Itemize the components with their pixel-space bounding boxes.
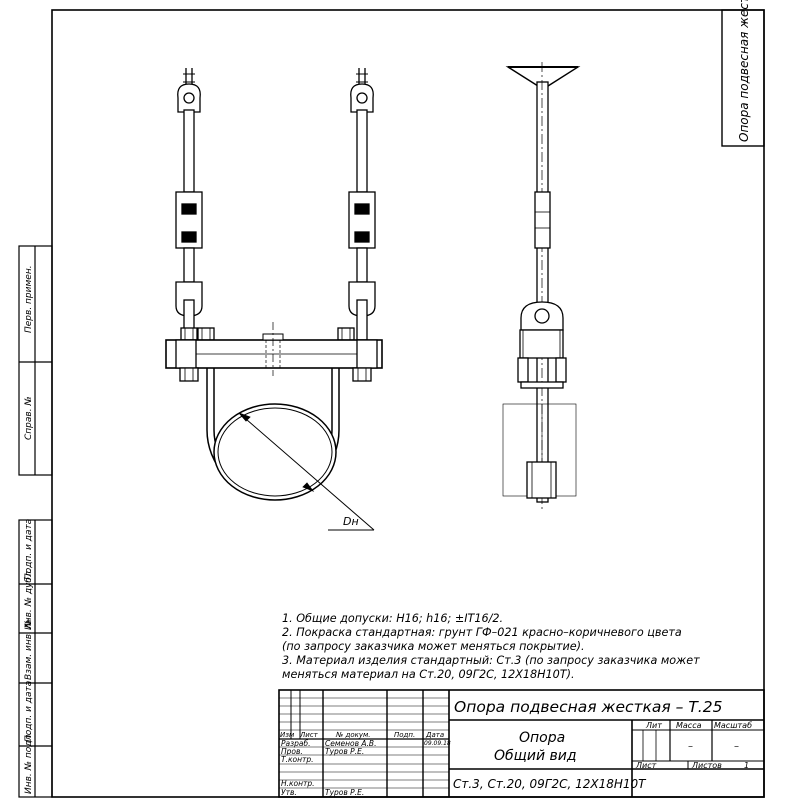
name-line-2: Общий вид xyxy=(494,748,577,764)
right-hanger xyxy=(337,68,376,341)
inv-dubl-label: Инв. № дубл. xyxy=(24,568,34,630)
header-masshtab: Масштаб xyxy=(714,721,752,730)
name-line-1: Опора xyxy=(519,730,565,746)
designation: Опора подвесная жесткая – Т.25 xyxy=(454,698,722,716)
header-podp: Подп. xyxy=(394,731,415,739)
corner-title-box: Опора подвесная жесткая – Т.25 xyxy=(721,0,765,147)
front-view xyxy=(165,68,383,531)
drawing-notes: 1. Общие допуски: H16; h16; ±IT16/2. 2. … xyxy=(282,612,752,682)
pipe-section xyxy=(213,403,337,501)
mass-value: – xyxy=(688,741,693,752)
sheets-value: 1 xyxy=(744,761,749,770)
header-izm: Изм xyxy=(280,731,295,739)
header-data: Дата xyxy=(425,731,444,739)
sprav-no-label: Справ. № xyxy=(24,396,34,440)
diameter-dimension-line xyxy=(238,412,375,531)
person-razrab: Семенов А.В. xyxy=(325,739,376,748)
header-lit: Лит xyxy=(645,721,662,730)
header-list: Лист xyxy=(299,731,319,739)
header-sheets: Листов xyxy=(691,761,722,770)
role-utv: Утв. xyxy=(281,788,297,797)
header-doc-no: № докум. xyxy=(335,731,371,739)
side-stamp-labels: Перв. примен. Справ. № Подп. и дата Инв.… xyxy=(24,265,34,794)
podp-data-label-1: Подп. и дата xyxy=(24,519,34,580)
role-tkontr: Т.контр. xyxy=(281,755,314,764)
side-stamp xyxy=(18,245,53,798)
perv-primen-label: Перв. примен. xyxy=(24,265,34,333)
corner-title: Опора подвесная жесткая – Т.25 xyxy=(737,0,751,142)
title-block-text: Опора подвесная жесткая – Т.25 Опора Общ… xyxy=(280,698,752,797)
person-utv: Туров Р.Е. xyxy=(325,788,364,797)
note-line-5: меняться материал на Ст.20, 09Г2С, 12Х18… xyxy=(282,668,575,681)
note-line-2: 2. Покраска стандартная: грунт ГФ–021 кр… xyxy=(282,626,682,639)
note-line-1: 1. Общие допуски: H16; h16; ±IT16/2. xyxy=(282,612,504,625)
note-line-3: (по запросу заказчика может меняться пок… xyxy=(282,640,585,653)
role-razrab: Разраб. xyxy=(281,739,310,748)
left-hanger xyxy=(175,68,203,341)
material: Ст.3, Ст.20, 09Г2С, 12Х18Н10Т xyxy=(453,777,647,791)
role-prov: Пров. xyxy=(281,747,303,756)
diameter-label: Dн xyxy=(343,515,359,528)
podp-data-label-2: Подп. и дата xyxy=(24,681,34,742)
vzam-inv-label: Взам. инв. № xyxy=(24,619,34,680)
header-massa: Масса xyxy=(676,721,702,730)
side-view xyxy=(502,62,581,512)
role-nkontr: Н.контр. xyxy=(281,779,315,788)
title-block-grid xyxy=(278,689,765,798)
person-prov: Туров Р.Е. xyxy=(325,747,364,756)
scale-value: – xyxy=(734,741,739,752)
inv-podl-label: Инв. № подл. xyxy=(24,732,34,794)
date-value: 09.09.18 xyxy=(424,740,451,747)
header-sheet: Лист xyxy=(635,761,657,770)
note-line-4: 3. Материал изделия стандартный: Ст.3 (п… xyxy=(282,654,700,667)
